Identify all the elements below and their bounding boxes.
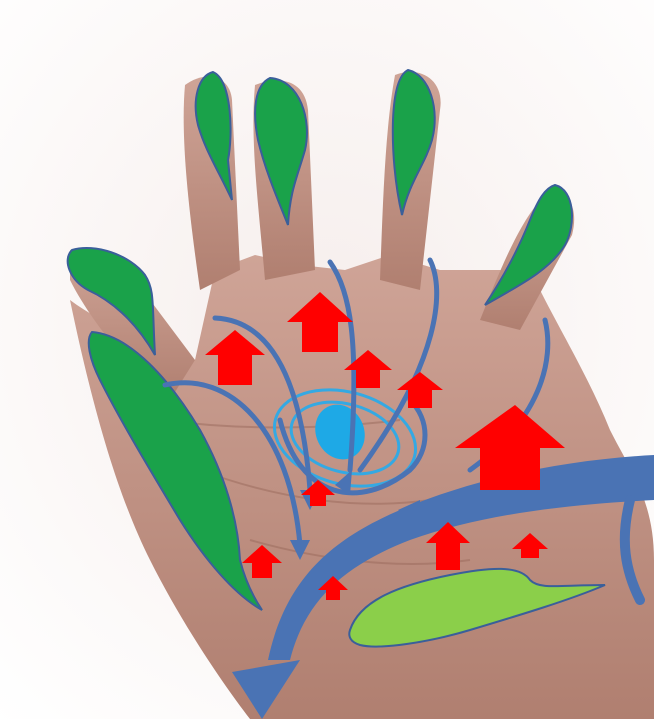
hand-diagram-svg [0, 0, 654, 719]
illustration [0, 0, 654, 719]
